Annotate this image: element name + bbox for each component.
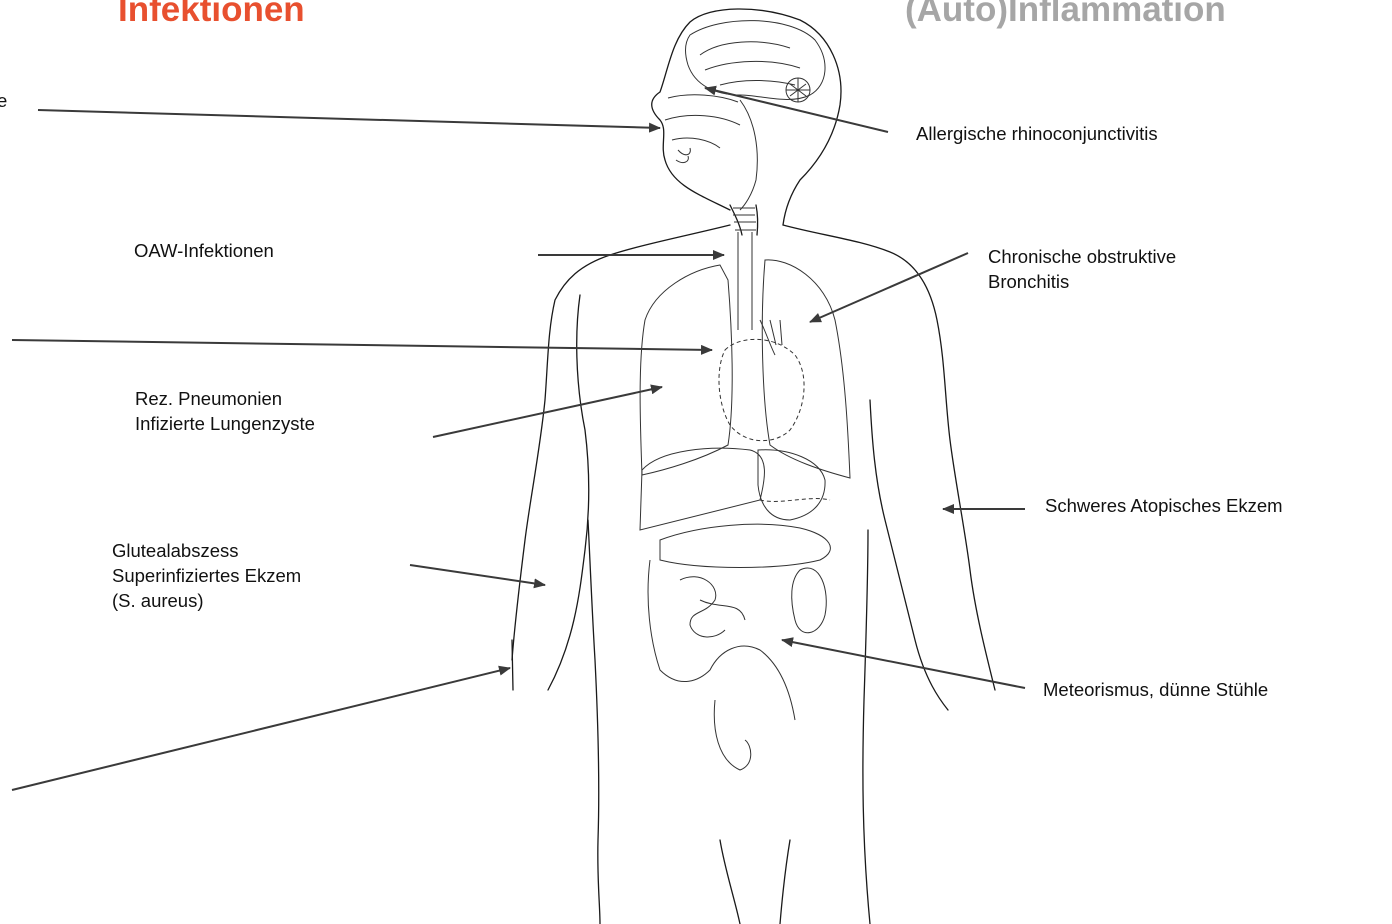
- label-oaw-infections: OAW-Infektionen: [134, 238, 274, 263]
- label-copd-line1: Chronische obstruktive: [988, 244, 1176, 269]
- label-copd: Chronische obstruktive Bronchitis: [988, 244, 1176, 294]
- arrow-nose: [38, 110, 660, 128]
- label-gluteal-line2: Superinfiziertes Ekzem: [112, 563, 301, 588]
- arrow-pneumonia: [433, 387, 662, 437]
- arrow-rhino: [705, 88, 888, 132]
- label-meteorism: Meteorismus, dünne Stühle: [1043, 677, 1268, 702]
- label-pneumonia: Rez. Pneumonien Infizierte Lungenzyste: [135, 386, 315, 436]
- label-pneumonia-line1: Rez. Pneumonien: [135, 386, 315, 411]
- label-rhinoconjunctivitis: Allergische rhinoconjunctivitis: [916, 121, 1158, 146]
- arrow-left-middle: [12, 340, 712, 350]
- label-gluteal-line1: Glutealabszess: [112, 538, 301, 563]
- label-gluteal: Glutealabszess Superinfiziertes Ekzem (S…: [112, 538, 301, 613]
- arrow-left-bottom: [12, 668, 510, 790]
- label-copd-line2: Bronchitis: [988, 269, 1176, 294]
- neck-trachea: [730, 205, 758, 330]
- arrow-copd: [810, 253, 968, 322]
- label-atopic-eczema: Schweres Atopisches Ekzem: [1045, 493, 1283, 518]
- torso-outline: [512, 225, 995, 924]
- label-pneumonia-line2: Infizierte Lungenzyste: [135, 411, 315, 436]
- head-outline: [652, 9, 841, 225]
- lungs-heart: [640, 260, 850, 478]
- abdomen-organs: [640, 448, 830, 770]
- label-cutoff-top: e: [0, 88, 7, 113]
- arrow-gluteal: [410, 565, 545, 585]
- label-gluteal-line3: (S. aureus): [112, 588, 301, 613]
